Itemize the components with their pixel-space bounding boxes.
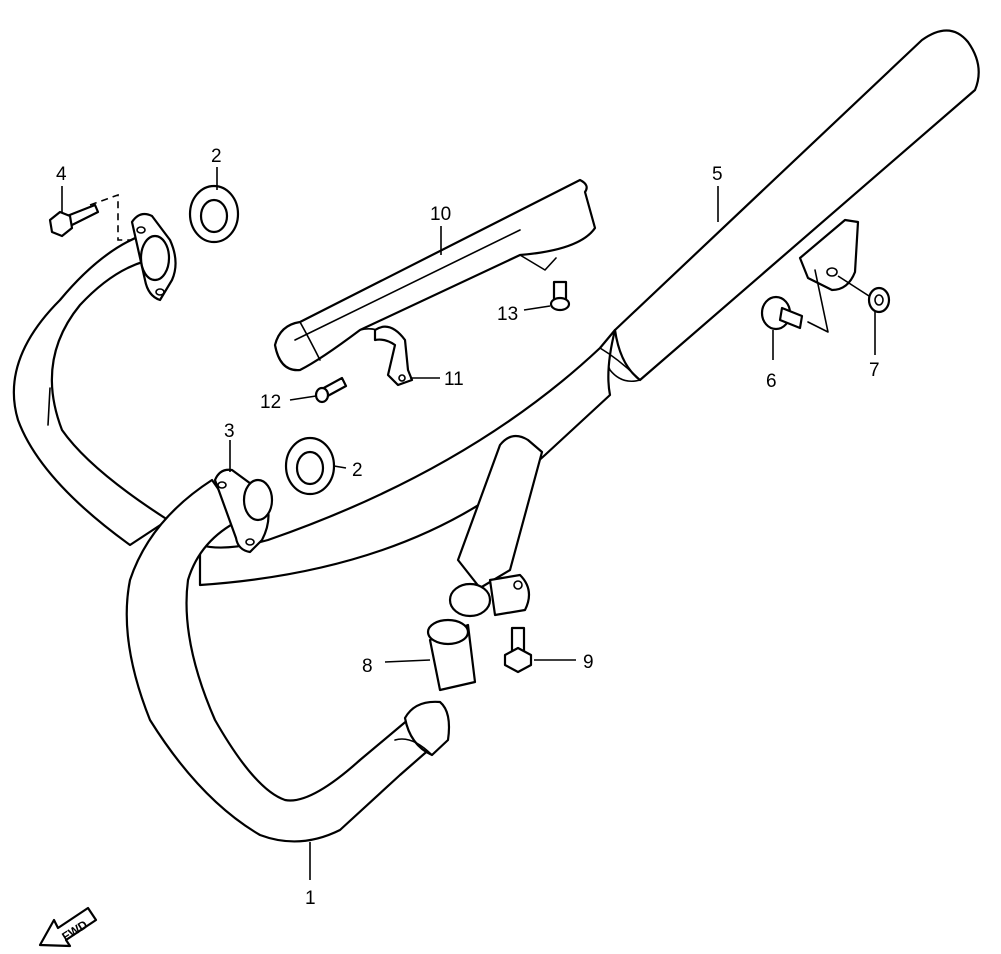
callout-4: 4	[56, 164, 67, 185]
callout-9: 9	[583, 652, 594, 673]
callout-12: 12	[260, 392, 281, 413]
flange-upper	[130, 212, 177, 302]
callout-7: 7	[869, 360, 880, 381]
callout-2-lower: 2	[352, 460, 363, 481]
heat-shield	[273, 178, 597, 372]
callout-6: 6	[766, 371, 777, 392]
bolt-13	[549, 280, 571, 312]
callout-8: 8	[362, 656, 373, 677]
leader-lines	[61, 167, 876, 880]
callout-3: 3	[224, 421, 235, 442]
bolt-9	[503, 626, 533, 674]
callout-labels: 4 2 10 5 13 11 12 3 2 6 7 8 9 1	[56, 146, 880, 909]
muffler	[605, 29, 980, 383]
fwd-arrow-icon: FWD	[38, 906, 98, 948]
sleeve-8	[426, 618, 477, 692]
bolt-12	[314, 376, 348, 404]
callout-13: 13	[497, 304, 518, 325]
bolt-4	[48, 203, 100, 238]
front-exhaust-pipe	[12, 228, 451, 843]
gasket-upper	[188, 184, 240, 244]
callout-2-upper: 2	[211, 146, 222, 167]
callout-5: 5	[712, 164, 723, 185]
callout-10: 10	[430, 204, 451, 225]
gasket-lower	[284, 436, 336, 496]
washer-7	[867, 286, 891, 314]
callout-11: 11	[444, 369, 464, 390]
rear-pipe	[198, 328, 641, 618]
flange-lower	[213, 468, 274, 554]
clamp	[373, 325, 414, 387]
callout-1: 1	[305, 888, 316, 909]
bolt-6	[760, 295, 804, 331]
